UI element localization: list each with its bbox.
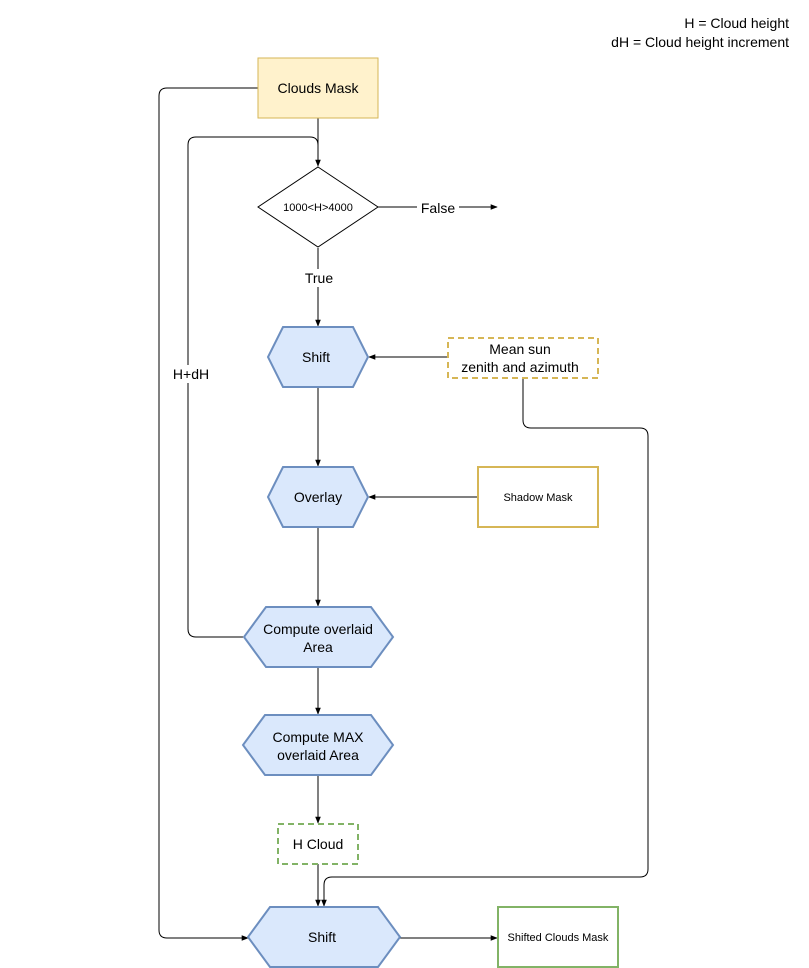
- shifted-clouds-mask-label: Shifted Clouds Mask: [508, 932, 609, 944]
- edge-mask-bypass: [158, 87, 258, 941]
- compute-area-label-line1: Compute overlaid: [263, 621, 373, 637]
- compute-max-label-line2: overlaid Area: [277, 747, 359, 763]
- shift-label: Shift: [302, 349, 330, 365]
- condition-diamond: [257, 166, 379, 248]
- sun-angles-label-line1: Mean sun: [489, 341, 550, 357]
- edge-loop-back: [187, 136, 319, 638]
- shadow-mask-node: [477, 466, 599, 528]
- h-cloud-label: H Cloud: [293, 836, 344, 852]
- condition-label: 1000<H>4000: [283, 202, 353, 214]
- loop-label: H+dH: [173, 366, 209, 382]
- legend-height-increment: dH = Cloud height increment: [611, 34, 789, 50]
- shadow-mask-label: Shadow Mask: [503, 492, 573, 504]
- edge-sun-to-final-shift: [321, 378, 649, 907]
- final-shift-label: Shift: [308, 929, 336, 945]
- legend-cloud-height: H = Cloud height: [684, 15, 789, 31]
- sun-angles-node: [447, 337, 599, 379]
- overlay-node: [266, 466, 370, 528]
- final-shift-node: [246, 906, 402, 968]
- compute-max-node: [241, 714, 395, 776]
- shifted-clouds-mask-node: [497, 906, 619, 968]
- h-cloud-node: [277, 823, 359, 865]
- compute-area-label-line2: Area: [303, 639, 333, 655]
- compute-area-node: [242, 606, 395, 668]
- false-label: False: [421, 200, 455, 216]
- true-label: True: [305, 270, 333, 286]
- sun-angles-label-line2: zenith and azimuth: [461, 359, 579, 375]
- clouds-mask-node: [257, 57, 379, 119]
- shift-node: [266, 326, 370, 388]
- compute-max-label-line1: Compute MAX: [272, 729, 364, 745]
- overlay-label: Overlay: [294, 489, 342, 505]
- clouds-mask-label: Clouds Mask: [278, 80, 360, 96]
